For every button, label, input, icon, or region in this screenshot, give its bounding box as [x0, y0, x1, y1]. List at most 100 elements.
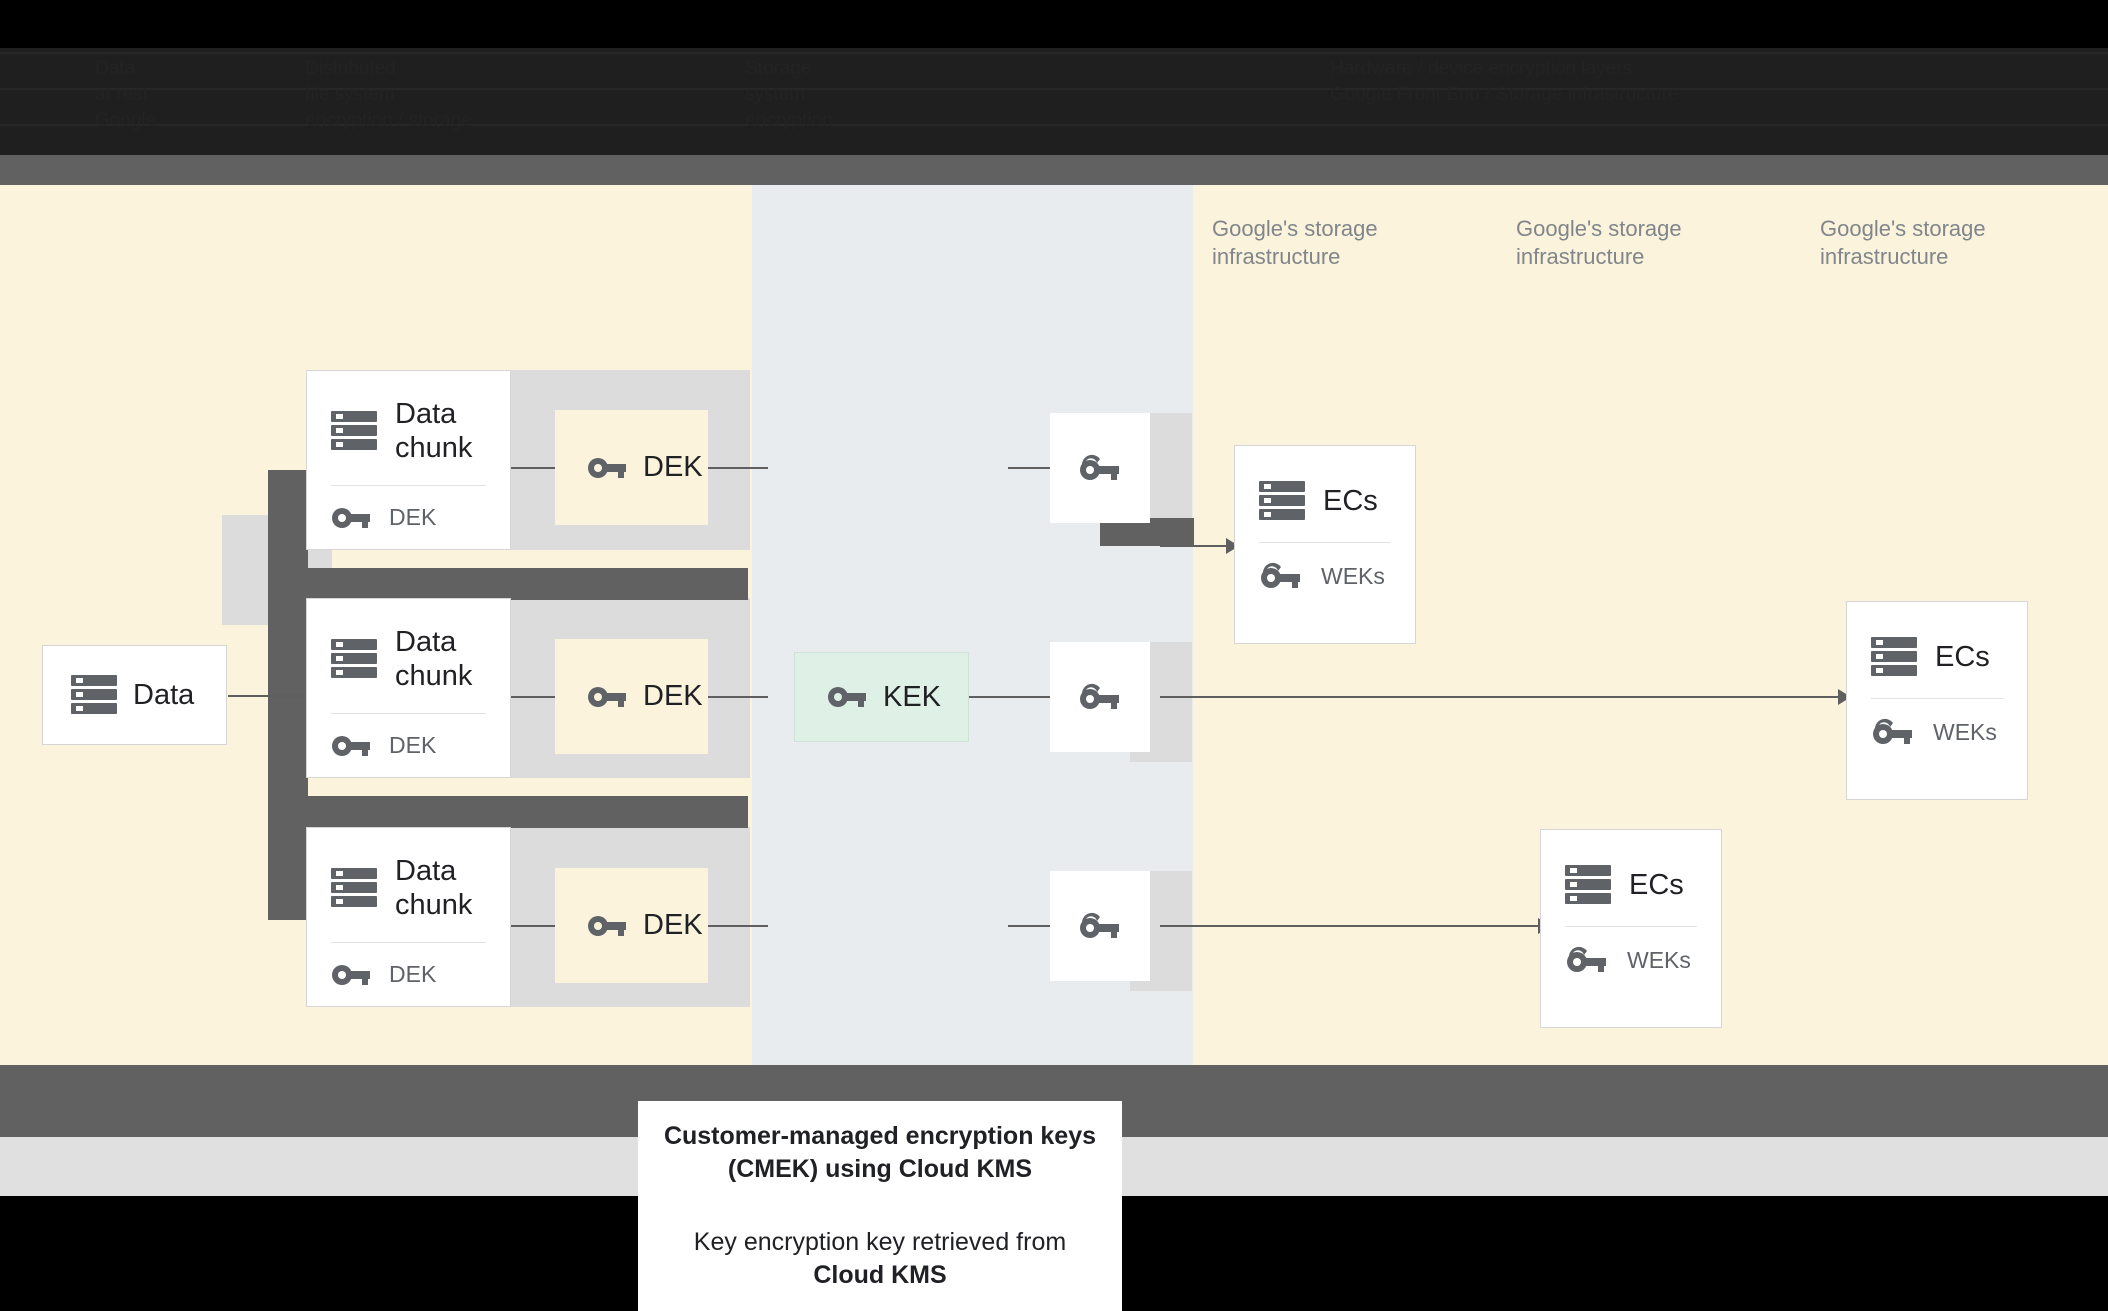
caption-box: Customer-managed encryption keys (CMEK) …	[638, 1101, 1122, 1311]
ecs-label: ECs	[1323, 485, 1378, 517]
kek-box[interactable]: KEK	[794, 652, 969, 742]
line-chunk1-to-dek1	[510, 467, 555, 469]
card-divider	[331, 942, 486, 943]
ecs-card-footer: WEKs	[1235, 543, 1415, 591]
diagram-canvas: Data Data chunk DEK	[0, 155, 2108, 1311]
header-dark-band: Data at rest Google Distributed file sys…	[0, 48, 2108, 155]
key-icon	[331, 505, 371, 531]
database-icon	[1871, 636, 1917, 678]
card-divider	[331, 485, 486, 486]
chunk-card-footer: DEK	[307, 714, 510, 759]
ecs-label: ECs	[1629, 869, 1684, 901]
ecs-card-header: ECs	[1847, 602, 2027, 678]
dek-label: DEK	[643, 680, 703, 712]
database-icon	[331, 638, 377, 680]
wrapped-key-icon	[1078, 911, 1122, 941]
wrapped-key-tile-2[interactable]	[1050, 642, 1150, 752]
wrapped-key-icon	[1565, 945, 1609, 975]
header-rule	[0, 52, 2108, 54]
card-divider	[331, 713, 486, 714]
database-icon	[1259, 480, 1305, 522]
database-icon	[331, 410, 377, 452]
dek-label: DEK	[643, 909, 703, 941]
dek-label: DEK	[643, 451, 703, 483]
data-card-label: Data	[133, 679, 195, 711]
line-chunk2-to-dek2	[510, 696, 555, 698]
chunk-card-footer: DEK	[307, 943, 510, 988]
chunk-card-footer: DEK	[307, 486, 510, 531]
key-icon	[827, 684, 867, 710]
chunk-label: Data chunk	[395, 398, 473, 464]
chunk-key-label: DEK	[389, 732, 437, 758]
ecs-card-2[interactable]: ECs WEKs	[1846, 601, 2028, 800]
header-rule	[0, 88, 2108, 90]
ecs-card-header: ECs	[1541, 830, 1721, 906]
chunk-label: Data chunk	[395, 626, 473, 692]
chunk-card-header: Data chunk	[307, 371, 510, 465]
caption-line-1: Customer-managed encryption keys	[663, 1122, 1097, 1150]
header-strip: Data at rest Google Distributed file sys…	[0, 0, 2108, 155]
key-icon	[331, 733, 371, 759]
wrapped-key-tile-1[interactable]	[1050, 413, 1150, 523]
ecs-label: ECs	[1935, 641, 1990, 673]
ecs-card-header: ECs	[1235, 446, 1415, 522]
chunk-card-header: Data chunk	[307, 828, 510, 922]
weks-label: WEKs	[1321, 562, 1385, 589]
key-icon	[587, 913, 627, 939]
ecs-card-footer: WEKs	[1541, 927, 1721, 975]
ecs-card-footer: WEKs	[1847, 699, 2027, 747]
data-chunk-card-2[interactable]: Data chunk DEK	[306, 598, 511, 778]
dek-box-3[interactable]: DEK	[555, 868, 708, 983]
wrapped-key-icon	[1259, 561, 1303, 591]
ecs-card-3[interactable]: ECs WEKs	[1540, 829, 1722, 1028]
top-gray-band	[0, 155, 2108, 185]
caption-line-4: Cloud KMS	[813, 1261, 947, 1289]
caption-line-3: Key encryption key retrieved from	[693, 1228, 1067, 1256]
line-chunk3-to-dek3	[510, 925, 555, 927]
dek-box-1[interactable]: DEK	[555, 410, 708, 525]
line-wek1-to-ecs1	[1160, 545, 1228, 547]
caption-line-2: (CMEK) using Cloud KMS	[727, 1155, 1033, 1183]
header-column-3: Storage system encryption	[745, 58, 833, 131]
key-icon	[331, 962, 371, 988]
header-column-2: Distributed file system encryption / sto…	[305, 58, 472, 131]
wrapped-key-icon	[1078, 682, 1122, 712]
chunk-label: Data chunk	[395, 855, 473, 921]
split-bracket-arm-1	[268, 568, 748, 600]
header-column-4: Hardware / device encryption layers Goog…	[1330, 58, 1679, 105]
database-icon	[1565, 864, 1611, 906]
wrapped-key-tile-3[interactable]	[1050, 871, 1150, 981]
split-bracket-arm-2	[268, 796, 748, 828]
weks-label: WEKs	[1627, 946, 1691, 973]
header-column-1: Data at rest Google	[95, 58, 157, 131]
ecs-card-1[interactable]: ECs WEKs	[1234, 445, 1416, 644]
data-chunk-card-1[interactable]: Data chunk DEK	[306, 370, 511, 550]
infra-label-1: Google's storage infrastructure	[1212, 216, 1378, 269]
line-dek1-out	[708, 467, 768, 469]
line-in-wek1	[1008, 467, 1050, 469]
weks-label: WEKs	[1933, 718, 1997, 745]
infra-label-2: Google's storage infrastructure	[1516, 216, 1682, 269]
line-data-to-split	[228, 695, 348, 697]
data-chunk-card-3[interactable]: Data chunk DEK	[306, 827, 511, 1007]
card-divider	[1259, 542, 1391, 543]
key-icon	[587, 684, 627, 710]
line-dek3-out	[708, 925, 768, 927]
chunk-key-label: DEK	[389, 504, 437, 530]
line-dek2-out	[708, 696, 768, 698]
infra-label-3: Google's storage infrastructure	[1820, 216, 1986, 269]
kek-label: KEK	[883, 680, 942, 713]
database-icon	[71, 674, 117, 716]
line-in-wek3	[1008, 925, 1050, 927]
card-divider	[1871, 698, 2003, 699]
line-wek2-to-ecs2	[1160, 696, 1840, 698]
database-icon	[331, 867, 377, 909]
wrapped-key-icon	[1078, 453, 1122, 483]
chunk-card-header: Data chunk	[307, 599, 510, 693]
card-divider	[1565, 926, 1697, 927]
chunk-key-label: DEK	[389, 961, 437, 987]
wrapped-key-icon	[1871, 717, 1915, 747]
dek-box-2[interactable]: DEK	[555, 639, 708, 754]
key-icon	[587, 455, 627, 481]
data-card[interactable]: Data	[42, 645, 227, 745]
